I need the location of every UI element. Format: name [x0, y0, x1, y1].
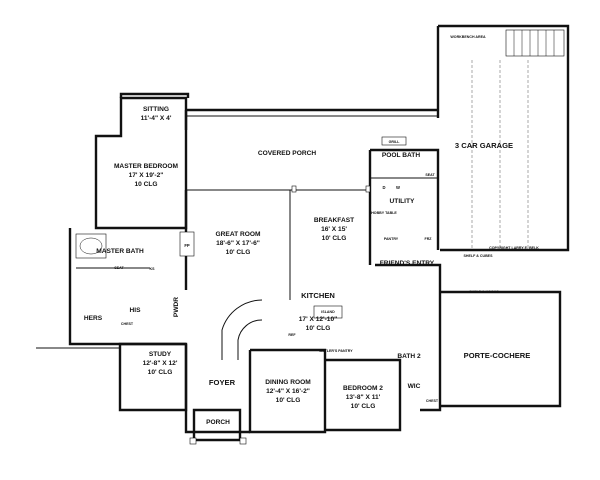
workbench-stair — [505, 29, 565, 57]
kitchen-label: KITCHEN — [301, 291, 335, 300]
porch-posts — [291, 185, 371, 193]
master-bedroom-dims: 17' X 19'-2" — [129, 172, 164, 179]
kitchen-island-label: ISLAND — [321, 310, 335, 314]
utility-w-label: W — [396, 185, 400, 190]
fireplace-box — [179, 231, 195, 257]
hobby-table-label: HOBBY TABLE — [371, 211, 397, 215]
master-bath-label: MASTER BATH — [96, 248, 144, 255]
kitchen-dims: 17' X 12'-10" — [299, 316, 338, 323]
dining-label: DINING ROOM — [265, 379, 311, 386]
kitchen-clg: 10' CLG — [306, 325, 331, 332]
bedroom2-clg: 10' CLG — [351, 403, 376, 410]
dining-dims: 12'-4" X 16'-2" — [266, 388, 310, 395]
master-bedroom-clg: 10 CLG — [134, 181, 157, 188]
copyright-label: COPYRIGHT LARRY E. BELK — [489, 246, 539, 250]
grill-box — [381, 136, 407, 146]
porte-cochere-label: PORTE-COCHERE — [464, 351, 531, 360]
foyer-label: FOYER — [209, 378, 236, 387]
freezer-label: FRZ — [425, 237, 433, 241]
great-room-dims: 18'-6" X 17'-6" — [216, 240, 260, 247]
shelf-cubes-label: SHELF & CUBES — [464, 254, 494, 258]
great-room-clg: 10' CLG — [226, 249, 251, 256]
kitchen-island — [313, 305, 343, 319]
breakfast-clg: 10' CLG — [322, 235, 347, 242]
shelf-hooks-label: SHELF & HOOKS — [469, 290, 499, 294]
master-bath-ks: KS — [150, 267, 156, 271]
hers-label: HERS — [84, 315, 103, 322]
fireplace-label: FP — [184, 243, 190, 248]
powder-label: PWDR — [173, 297, 180, 317]
workbench-label: WORKBENCH AREA — [450, 35, 486, 39]
front-porch-columns — [189, 437, 247, 445]
dining-clg: 10' CLG — [276, 397, 301, 404]
great-room-label: GREAT ROOM — [216, 231, 261, 238]
master-bath-seat: SEAT — [114, 266, 124, 270]
friends-entry-label: FRIEND'S ENTRY — [380, 260, 435, 267]
bathtub — [75, 233, 107, 259]
butlers-pantry-label: BUTLER'S PANTRY — [319, 349, 353, 353]
utility-pantry-label: PANTRY — [384, 237, 399, 241]
covered-porch-label: COVERED PORCH — [258, 150, 316, 157]
grill-label: GRILL — [389, 140, 401, 144]
pool-bath-label: POOL BATH — [382, 152, 420, 159]
his-label: HIS — [130, 307, 142, 314]
bedroom2-dims: 13'-8" X 11' — [346, 394, 381, 401]
garage-label: 3 CAR GARAGE — [455, 141, 513, 150]
sitting-label: SITTING — [143, 106, 169, 113]
master-bedroom-label: MASTER BEDROOM — [114, 163, 179, 170]
exterior-walls — [36, 24, 570, 442]
study-clg: 10' CLG — [148, 369, 173, 376]
breakfast-label: BREAKFAST — [314, 217, 354, 224]
spiral-stair — [221, 299, 263, 360]
wic-chest-label: CHEST — [426, 399, 439, 403]
breakfast-dims: 16' X 15' — [321, 226, 347, 233]
study-dims: 12'-8" X 12' — [143, 360, 178, 367]
bath2-label: BATH 2 — [397, 353, 421, 360]
bedroom2-label: BEDROOM 2 — [343, 385, 383, 392]
garage-doors — [471, 60, 529, 250]
porch-label: PORCH — [206, 419, 230, 426]
master-chest-label: CHEST — [121, 322, 134, 326]
study-label: STUDY — [149, 351, 172, 358]
utility-d-label: D — [382, 185, 385, 190]
kitchen-ref-label: REF — [288, 333, 296, 337]
wic-label: WIC — [408, 383, 421, 390]
utility-label: UTILITY — [390, 198, 416, 205]
sitting-dims: 11'-4" X 4' — [141, 115, 172, 122]
pool-seat-label: SEAT — [425, 173, 435, 177]
